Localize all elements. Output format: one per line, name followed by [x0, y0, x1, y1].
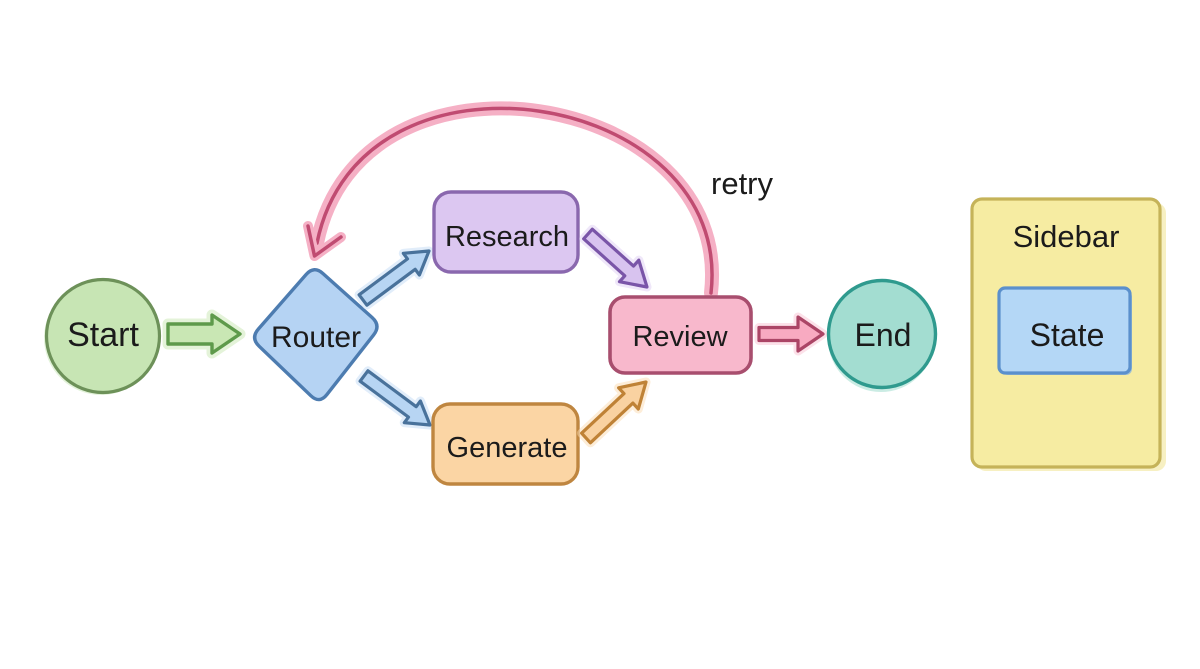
svg-text:Sidebar: Sidebar	[1013, 219, 1120, 254]
svg-text:Router: Router	[271, 321, 361, 354]
svg-text:State: State	[1030, 317, 1105, 353]
svg-text:Generate: Generate	[447, 432, 568, 464]
svg-text:Review: Review	[632, 321, 728, 353]
svg-text:End: End	[855, 317, 912, 353]
svg-text:Start: Start	[67, 316, 139, 354]
svg-text:retry: retry	[711, 166, 774, 201]
svg-text:Research: Research	[445, 221, 569, 253]
